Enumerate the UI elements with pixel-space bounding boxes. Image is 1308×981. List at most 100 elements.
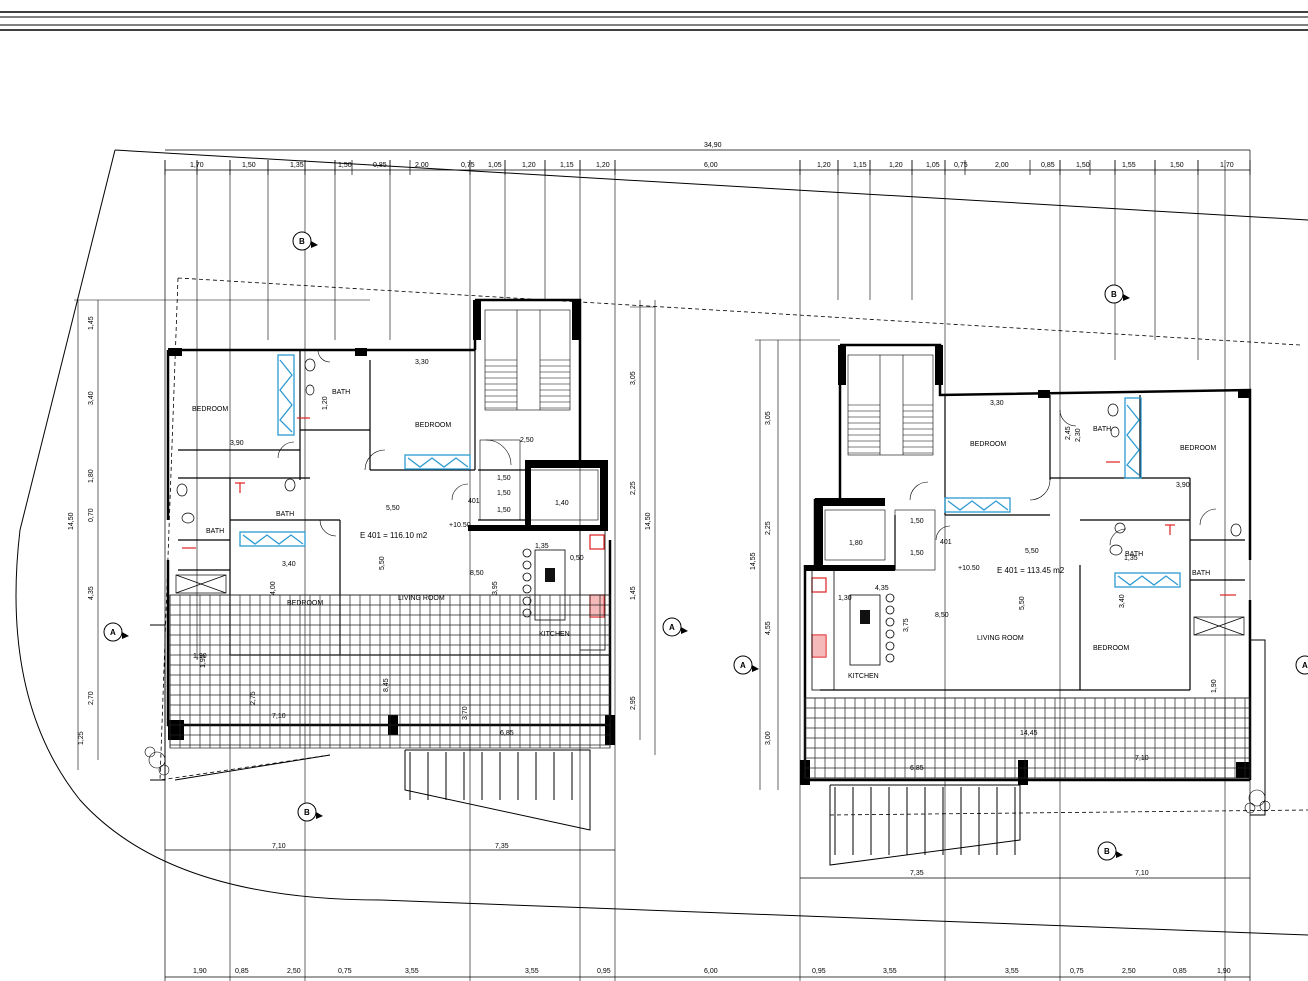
right-inner-dim-4: 8,50 [935,612,949,619]
right-side-dim-4: 3,00 [765,731,772,745]
left-inner-dim-21: 1,35 [535,543,549,550]
left-inner-dim-22: 0,50 [570,555,584,562]
left-side-dim-3: 0,70 [88,508,95,522]
top-dim-left-9: 1,15 [560,162,574,169]
right-kitchen-label: KITCHEN [848,673,879,680]
bottom-dim-right-2: 3,55 [1005,968,1019,975]
svg-text:A: A [740,661,746,670]
lower-dim-left-b: 7,35 [495,843,509,850]
left-inner-dim-12: 1,40 [555,500,569,507]
left-inner-dim-5: 3,40 [282,561,296,568]
left-bedroom-nw-label: BEDROOM [192,406,228,413]
right-inner-dim-3: 5,50 [1025,548,1039,555]
left-inner-dim-0: 3,30 [415,359,429,366]
right-inner-dim-7: 3,75 [903,618,910,632]
left-right-dim-1: 2,25 [630,481,637,495]
right-bath-n-label: BATH [1093,426,1111,433]
svg-text:A: A [110,628,116,637]
left-right-dim-0: 3,05 [630,371,637,385]
right-inner-dim-6: 5,50 [1019,596,1026,610]
side-dimension-chains [74,299,840,790]
svg-text:A: A [1302,661,1308,670]
right-inner-dim-17: 4,35 [875,585,889,592]
left-inner-dim-6: 4,00 [270,581,277,595]
left-inner-dim-7: 5,50 [379,556,386,570]
left-side-dim-1: 3,40 [88,391,95,405]
bottom-dim-left-3: 0,75 [338,968,352,975]
top-dim-right-8: 1,55 [1122,162,1136,169]
right-side-dim-3: 4,55 [765,621,772,635]
right-inner-dim-2: 1,30 [838,595,852,602]
right-inner-dim-11: 6,85 [910,765,924,772]
top-dim-right-1: 1,15 [853,162,867,169]
right-apartment: BEDROOM BATH BEDROOM BATH BATH BEDROOM L… [800,343,1271,866]
top-dim-right-10: 1,70 [1220,162,1234,169]
top-dim-right-5: 2,00 [995,162,1009,169]
right-living-label: LIVING ROOM [977,635,1024,642]
right-inner-dim-14: 1,90 [1211,679,1218,693]
section-marker-b-2: B [292,231,318,251]
right-inner-dim-1: 3,90 [1176,482,1190,489]
left-right-dim-3: 1,45 [630,586,637,600]
bottom-dim-right-1: 3,55 [883,968,897,975]
top-dim-left-6: 0,75 [461,162,475,169]
section-marker-b-6: B [1104,284,1130,304]
left-right-dim-2: 14,50 [645,512,652,530]
left-living-label: LIVING ROOM [398,595,445,602]
top-dim-left-2: 1,35 [290,162,304,169]
right-area-label: E 401 = 113.45 m2 [997,566,1065,575]
left-bath-small-label: BATH [276,511,294,518]
bottom-dim-left-5: 3,55 [525,968,539,975]
left-inner-dim-15: 3,70 [462,706,469,720]
top-dim-right-9: 1,50 [1170,162,1184,169]
left-lift-label: 401 [468,498,480,505]
top-dim-left-10: 1,20 [596,162,610,169]
right-inner-dim-9: 1,50 [910,550,924,557]
right-planter [1244,789,1271,814]
bottom-dim-right-5: 0,85 [1173,968,1187,975]
section-marker-a-4: A [733,655,759,675]
left-apartment: BEDROOM BATH BEDROOM BATH BATH BEDROOM L… [144,298,615,831]
left-inner-dim-3: 5,50 [386,505,400,512]
top-dim-right-7: 1,50 [1076,162,1090,169]
left-kitchen-label: KITCHEN [539,631,570,638]
top-dim-mid: 6,00 [704,162,718,169]
bottom-dim-right-6: 1,90 [1217,968,1231,975]
left-side-dim-7: 14,50 [68,512,75,530]
right-side-dim-1: 2,25 [765,521,772,535]
svg-text:B: B [304,808,310,817]
left-bedroom-sw-label: BEDROOM [287,600,323,607]
top-dim-right-2: 1,20 [889,162,903,169]
left-bath-n-label: BATH [332,389,350,396]
right-bath-small-label: BATH [1125,551,1143,558]
bottom-dim-left-4: 3,55 [405,968,419,975]
section-marker-a-0: A [103,622,129,642]
left-bath-w-label: BATH [206,528,224,535]
top-dim-left-8: 1,20 [522,162,536,169]
left-terrace-tiling [169,594,611,749]
left-elevation: +10.50 [449,522,471,529]
top-dim-right-0: 1,20 [817,162,831,169]
title-block-border [0,11,1308,31]
left-inner-dim-1: 3,90 [230,440,244,447]
bottom-dim-right-4: 2,50 [1122,968,1136,975]
bottom-dimension-chain [165,849,1250,978]
left-inner-dim-19: 2,75 [250,691,257,705]
left-side-dim-4: 4,35 [88,586,95,600]
plot-boundary [15,149,1308,981]
left-planter [144,746,170,776]
bottom-dim-mid: 6,00 [704,968,718,975]
left-inner-dim-10: 1,50 [497,490,511,497]
left-side-dim-5: 2,70 [88,691,95,705]
left-inner-dim-2: 1,20 [322,396,329,410]
right-lift-label: 401 [940,539,952,546]
top-dim-right-6: 0,85 [1041,162,1055,169]
bottom-dim-left-6: 0,95 [597,968,611,975]
svg-text:A: A [669,623,675,632]
bottom-dim-right-3: 0,75 [1070,968,1084,975]
grid-axes [196,160,1226,981]
left-area-label: E 401 = 116.10 m2 [360,531,428,540]
right-inner-dim-15: 2,30 [1075,428,1082,442]
right-inner-dim-16: 2,45 [1065,426,1072,440]
